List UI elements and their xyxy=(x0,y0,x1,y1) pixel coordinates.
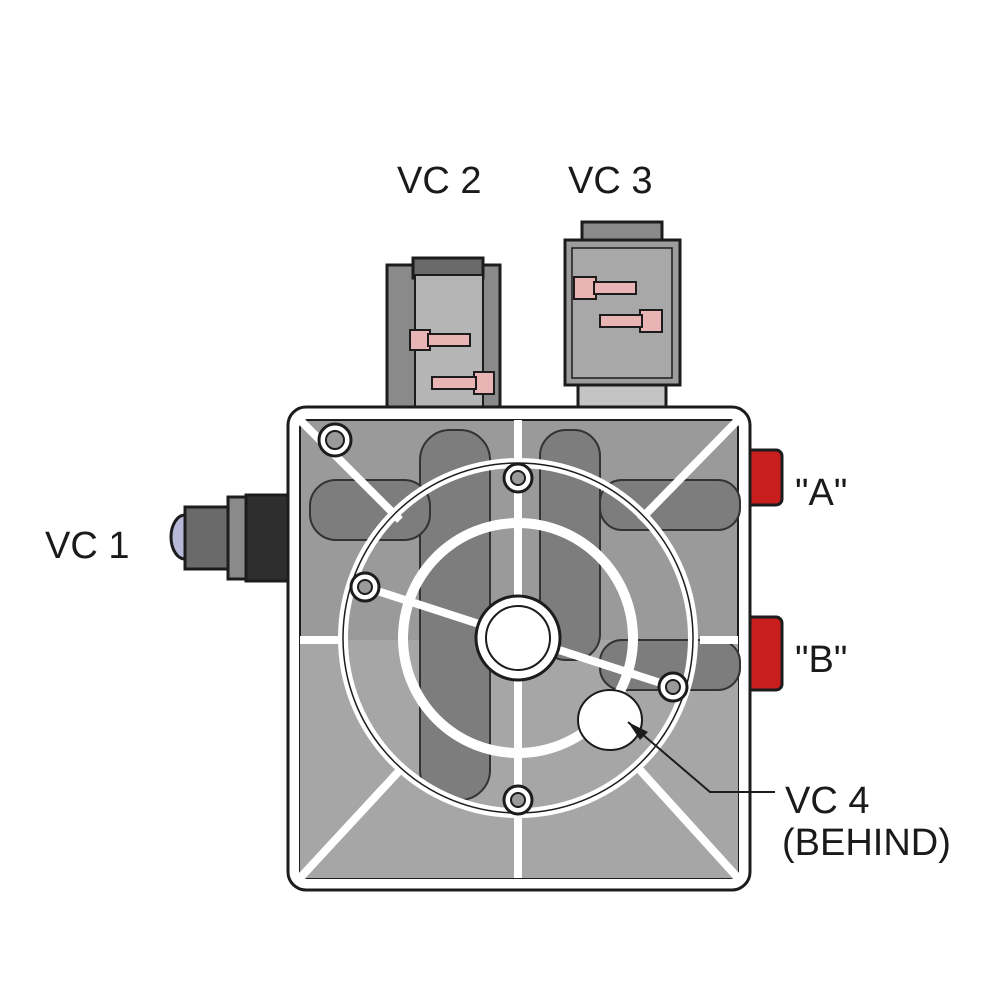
vc4-behind-label: (BEHIND) xyxy=(782,822,951,864)
port-b-label: "B" xyxy=(795,639,847,681)
vc1-valve xyxy=(169,493,292,583)
vc4-label: VC 4 xyxy=(785,780,869,822)
port-a-label: "A" xyxy=(795,472,847,514)
vc2-label: VC 2 xyxy=(397,160,481,202)
vc3-label: VC 3 xyxy=(568,160,652,202)
vc2-solenoid xyxy=(385,256,502,412)
vc1-label: VC 1 xyxy=(45,525,129,567)
vc4-arrowhead xyxy=(628,722,648,740)
manifold-body xyxy=(286,405,752,892)
vc4-leader-line xyxy=(627,721,775,793)
vc3-solenoid xyxy=(563,220,682,412)
